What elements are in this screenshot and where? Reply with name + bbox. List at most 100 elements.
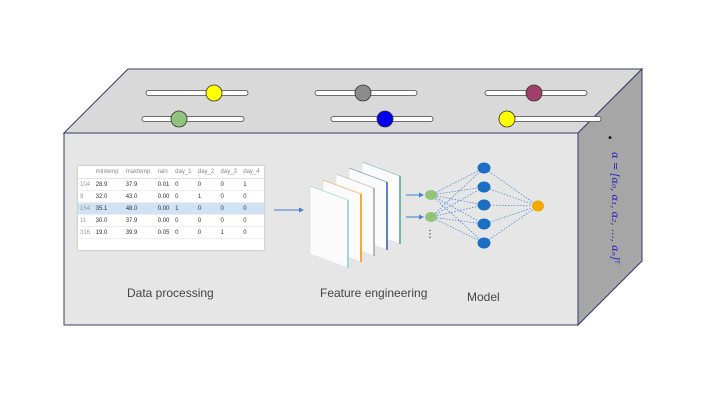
neural-network-model xyxy=(425,162,544,249)
table-row-index: 104 xyxy=(78,178,94,191)
table-row-index: 9 xyxy=(78,190,94,203)
hidden-node xyxy=(477,162,491,174)
table-cell: 0 xyxy=(195,226,219,239)
table-cell: 0 xyxy=(241,226,264,239)
input-ellipsis: ⋮ xyxy=(425,229,435,240)
table-cell: 0 xyxy=(218,178,242,191)
table-cell: 0.05 xyxy=(155,226,174,239)
connection-edge xyxy=(430,204,485,218)
table-cell: 32.0 xyxy=(93,190,124,203)
slider-track xyxy=(141,116,245,122)
table-cell: 1 xyxy=(173,202,196,215)
input-node xyxy=(425,190,437,200)
table-cell: 0 xyxy=(173,226,196,239)
table-cell: 19.0 xyxy=(93,226,124,239)
connection-edge xyxy=(430,216,485,244)
table-cell: 0 xyxy=(195,214,219,227)
table-cell: 43.0 xyxy=(123,190,156,203)
table-cell: 0 xyxy=(173,214,196,227)
slider-3[interactable] xyxy=(484,84,588,102)
table-cell: 37.9 xyxy=(123,178,156,191)
connection-edge xyxy=(430,167,485,196)
table-cell: 0 xyxy=(173,178,196,191)
connection-edge xyxy=(483,204,539,207)
table-cell: 0 xyxy=(241,190,264,203)
table-cell: 35.1 xyxy=(93,202,124,215)
connection-edge xyxy=(483,186,539,207)
caption-feature-engineering: Feature engineering xyxy=(320,286,428,300)
table-header-cell: rain xyxy=(155,166,174,179)
output-node xyxy=(532,200,544,212)
table-header-cell: day_4 xyxy=(241,166,264,179)
table-cell: 0.00 xyxy=(155,214,174,227)
caption-model: Model xyxy=(467,290,500,304)
table-header-cell: maxtemp xyxy=(123,166,156,179)
slider-1[interactable] xyxy=(145,84,249,102)
network-connections xyxy=(430,167,539,244)
table-cell: 0 xyxy=(195,178,219,191)
table-cell: 1 xyxy=(218,226,242,239)
caption-data-processing: Data processing xyxy=(127,286,214,300)
table-row-index: 11 xyxy=(78,214,94,227)
table-header-cell: day_3 xyxy=(218,166,242,179)
table-cell: 0 xyxy=(195,202,219,215)
side-bullet: • xyxy=(607,133,613,144)
table-cell: 37.9 xyxy=(123,214,156,227)
connection-edge xyxy=(430,167,485,218)
table-cell: 0 xyxy=(173,190,196,203)
hyperparameter-sliders xyxy=(141,84,602,128)
hidden-node xyxy=(477,199,491,211)
slider-4[interactable] xyxy=(141,110,245,128)
feature-layers-stack xyxy=(309,161,401,269)
hidden-node xyxy=(477,181,491,193)
table-cell: 0.01 xyxy=(155,178,174,191)
connection-edge xyxy=(430,186,485,218)
slider-2[interactable] xyxy=(314,84,418,102)
table-cell: 48.0 xyxy=(123,202,156,215)
connection-edge xyxy=(430,194,485,225)
table-header-cell: day_1 xyxy=(173,166,196,179)
slider-5[interactable] xyxy=(330,110,434,128)
table-cell: 0 xyxy=(218,190,242,203)
slider-knob[interactable] xyxy=(525,84,543,102)
table-cell: 0 xyxy=(218,214,242,227)
slider-knob[interactable] xyxy=(376,110,394,128)
table-cell: 0 xyxy=(241,202,264,215)
hidden-node xyxy=(477,218,491,230)
table-header-cell: day_2 xyxy=(195,166,219,179)
formula-text: α = [α₀, α₁, α₂, …, αₙ]ᵀ xyxy=(609,152,620,265)
slider-6[interactable] xyxy=(498,110,602,128)
table-cell: 0 xyxy=(218,202,242,215)
slider-knob[interactable] xyxy=(205,84,223,102)
table-cell: 0 xyxy=(241,214,264,227)
table-cell: 1 xyxy=(241,178,264,191)
table-cell: 30.0 xyxy=(93,214,124,227)
slider-knob[interactable] xyxy=(354,84,372,102)
slider-knob[interactable] xyxy=(498,110,516,128)
table-cell: 0.00 xyxy=(155,202,174,215)
table-header-cell: mintemp xyxy=(93,166,124,179)
slider-knob[interactable] xyxy=(170,110,188,128)
table-cell: 0.00 xyxy=(155,190,174,203)
input-arrows xyxy=(406,192,424,220)
connection-edge xyxy=(483,167,539,207)
hidden-node xyxy=(477,237,491,249)
feature-layer-1 xyxy=(309,185,349,269)
connection-edge xyxy=(483,205,539,244)
table-cell: 28.9 xyxy=(93,178,124,191)
table-row-index: 316 xyxy=(78,226,94,239)
table-row-index: 154 xyxy=(78,202,94,215)
table-header-cell xyxy=(78,166,94,179)
parameter-vector-formula: α = [α₀, α₁, α₂, …, αₙ]ᵀ xyxy=(602,152,622,264)
slider-track xyxy=(145,90,249,96)
table-cell: 39.9 xyxy=(123,226,156,239)
input-node xyxy=(425,212,437,222)
box-top-face xyxy=(62,68,644,134)
